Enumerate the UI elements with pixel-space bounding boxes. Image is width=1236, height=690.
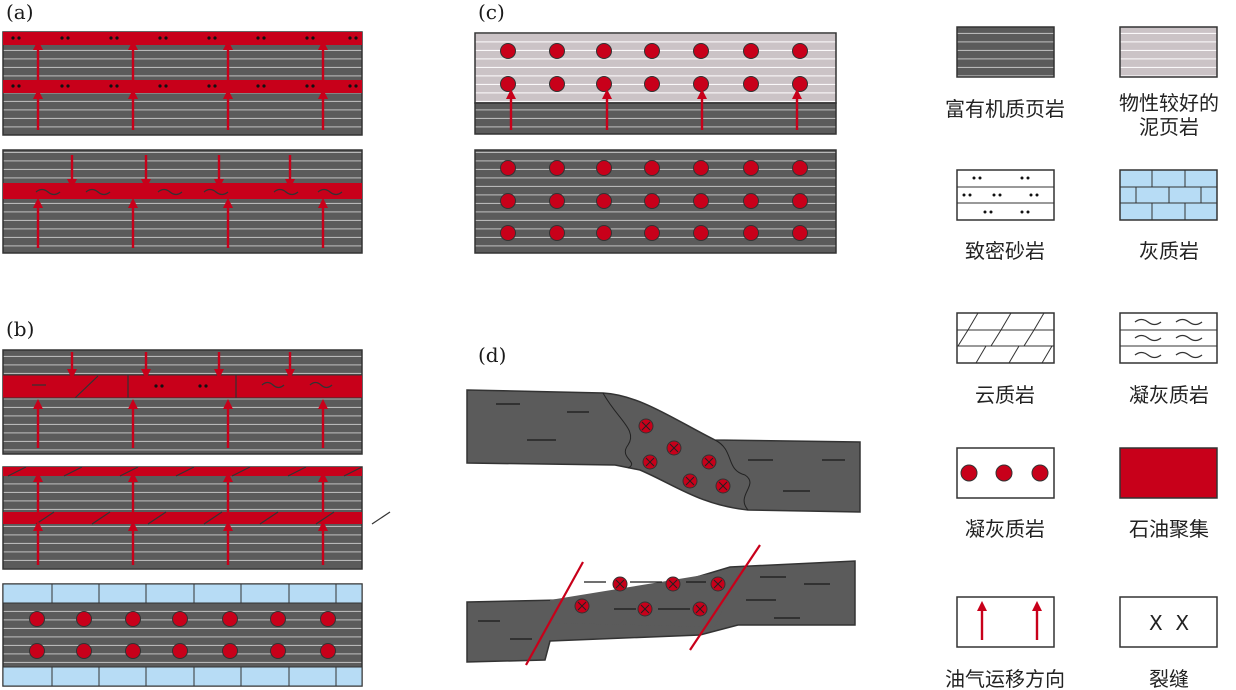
legend-label-tuff-dots: 凝灰质岩	[965, 517, 1045, 541]
legend-swatch-tuff-wavy	[1119, 312, 1218, 364]
oil-droplet	[693, 160, 709, 176]
legend-label-good-mudstone-1: 物性较好的	[1119, 91, 1219, 115]
panel-d-top	[466, 389, 861, 513]
oil-droplet	[693, 193, 709, 209]
mixed-oil-layer	[3, 375, 362, 398]
legend-swatch-migration	[956, 596, 1055, 648]
oil-droplet	[792, 43, 808, 59]
oil-droplet	[125, 643, 141, 659]
panel-label-a: (a)	[6, 0, 34, 24]
fault-line	[525, 561, 584, 666]
legend-label-tuff-wavy: 凝灰质岩	[1129, 383, 1209, 407]
panel-label-b: (b)	[6, 317, 34, 341]
oil-droplet	[549, 43, 565, 59]
legend-fracture-symbol: X X	[1149, 611, 1189, 635]
oil-droplet	[29, 643, 45, 659]
oil-droplet	[270, 643, 286, 659]
oil-droplet	[792, 225, 808, 241]
panel-b-bottom	[2, 583, 363, 687]
oil-droplet	[596, 160, 612, 176]
panel-b-middle	[2, 466, 391, 570]
fault-line	[689, 544, 761, 651]
legend-label-dolomite: 云质岩	[975, 383, 1035, 407]
oil-droplet	[500, 160, 516, 176]
oil-droplet	[596, 225, 612, 241]
oil-droplet	[222, 643, 238, 659]
legend-swatch-tuff-dots	[956, 447, 1055, 499]
dolomite-oil-layer	[3, 512, 362, 524]
oil-droplet	[549, 160, 565, 176]
oil-droplet	[792, 160, 808, 176]
oil-droplet	[743, 160, 759, 176]
oil-droplet	[596, 43, 612, 59]
oil-droplet	[644, 160, 660, 176]
oil-layer	[3, 32, 362, 45]
legend-swatch-limestone	[1119, 169, 1218, 221]
oil-droplet	[693, 225, 709, 241]
oil-droplet	[500, 193, 516, 209]
oil-droplet	[743, 76, 759, 92]
legend-swatch-tight-sandstone	[956, 169, 1055, 221]
oil-droplet	[76, 643, 92, 659]
oil-droplet	[792, 76, 808, 92]
panel-a-top	[2, 31, 363, 136]
oil-droplet	[644, 76, 660, 92]
tuff-oil-layer	[3, 183, 362, 199]
oil-droplet	[500, 76, 516, 92]
panel-label-d: (d)	[478, 343, 506, 367]
oil-droplet	[222, 611, 238, 627]
oil-droplet	[549, 225, 565, 241]
oil-droplet	[29, 611, 45, 627]
oil-droplet	[549, 193, 565, 209]
oil-droplet	[743, 43, 759, 59]
legend-swatch-good-mudstone	[1119, 26, 1218, 78]
oil-droplet	[270, 611, 286, 627]
panel-a-bottom	[2, 149, 363, 254]
oil-droplet	[693, 43, 709, 59]
oil-droplet	[76, 611, 92, 627]
legend-label-limestone: 灰质岩	[1139, 239, 1199, 263]
panel-c-bottom	[474, 149, 837, 254]
oil-droplet	[644, 225, 660, 241]
oil-droplet	[320, 643, 336, 659]
legend-label-fracture: 裂缝	[1149, 667, 1189, 690]
oil-droplet	[792, 193, 808, 209]
dolomite-oil-layer	[3, 467, 362, 476]
oil-droplet	[172, 643, 188, 659]
oil-droplet	[693, 76, 709, 92]
legend-label-tight-sandstone: 致密砂岩	[965, 239, 1045, 263]
oil-droplet	[743, 225, 759, 241]
oil-droplet	[644, 43, 660, 59]
oil-droplet	[500, 225, 516, 241]
oil-layer	[3, 80, 362, 93]
legend: 富有机质页岩 物性较好的 泥页岩 致密砂岩 灰质岩 云质岩	[945, 26, 1219, 690]
oil-droplet	[320, 611, 336, 627]
panel-label-c: (c)	[478, 0, 505, 24]
legend-swatch-dolomite	[956, 312, 1055, 364]
panel-d-bottom	[466, 544, 856, 666]
oil-droplet	[125, 611, 141, 627]
legend-label-migration: 油气运移方向	[945, 667, 1065, 690]
oil-droplet	[644, 193, 660, 209]
legend-swatch-oil-accumulation	[1119, 447, 1218, 499]
panel-b-top	[2, 349, 363, 455]
legend-swatch-fracture	[1119, 596, 1218, 648]
oil-droplet	[172, 611, 188, 627]
oil-droplet	[500, 43, 516, 59]
oil-droplet	[549, 76, 565, 92]
panel-c-top	[474, 32, 837, 135]
oil-droplet	[743, 193, 759, 209]
legend-label-organic-shale: 富有机质页岩	[945, 97, 1065, 121]
oil-droplet	[596, 193, 612, 209]
oil-droplet	[596, 76, 612, 92]
legend-label-good-mudstone-2: 泥页岩	[1139, 115, 1199, 139]
legend-label-oil-accumulation: 石油聚集	[1129, 517, 1209, 541]
legend-swatch-organic-shale	[956, 26, 1055, 78]
